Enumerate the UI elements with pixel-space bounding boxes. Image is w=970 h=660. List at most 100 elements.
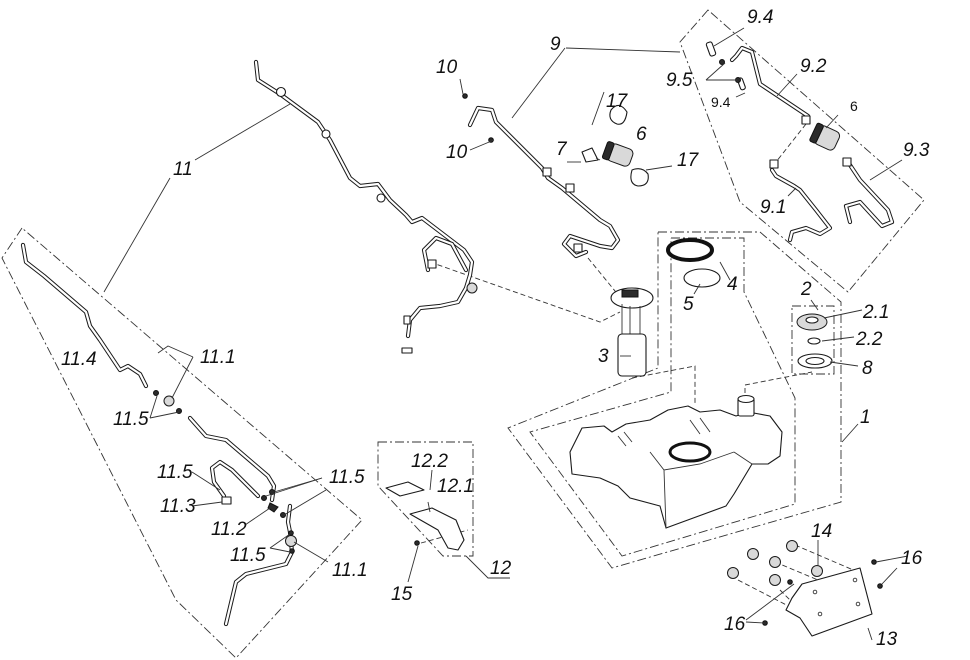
callout-14: 14 bbox=[811, 521, 832, 542]
hose-clamp-icon bbox=[153, 390, 159, 396]
callout-16-right: 16 bbox=[901, 548, 923, 569]
bracket-bolt-icon bbox=[877, 583, 883, 589]
group-boundary-1-inner bbox=[529, 237, 796, 557]
clip-icon bbox=[462, 93, 468, 99]
callout-11: 11 bbox=[173, 159, 193, 180]
callout-10-bottom: 10 bbox=[446, 142, 468, 163]
callout-11-5-a: 11.5 bbox=[113, 409, 149, 430]
connector-icon bbox=[842, 157, 852, 167]
heat-shield-icon bbox=[409, 507, 465, 551]
connector-icon bbox=[403, 315, 411, 325]
insulation-pad-icon bbox=[385, 481, 425, 497]
pump-body bbox=[617, 333, 647, 377]
callout-9: 9 bbox=[550, 34, 561, 55]
callout-11-4: 11.4 bbox=[61, 349, 97, 370]
callout-16-left: 16 bbox=[724, 614, 746, 635]
callout-8: 8 bbox=[862, 358, 873, 379]
o-ring-icon bbox=[683, 268, 721, 288]
callout-1: 1 bbox=[860, 407, 871, 428]
vent-cap-icon bbox=[221, 496, 232, 505]
connector-icon bbox=[542, 167, 552, 177]
callout-3: 3 bbox=[598, 346, 609, 367]
fuel-filter-cap bbox=[601, 141, 615, 161]
tank-body bbox=[569, 405, 783, 529]
callout-9-5: 9.5 bbox=[666, 70, 693, 91]
rubber-mount-icon bbox=[786, 540, 798, 552]
assembly-line-mounts-4 bbox=[779, 589, 801, 611]
assembly-line-pump-to-tank bbox=[631, 365, 696, 405]
clip-icon bbox=[275, 86, 287, 98]
assembly-line-vent-to-pump bbox=[429, 261, 621, 323]
callout-15: 15 bbox=[391, 584, 413, 605]
hose-clamp-icon bbox=[261, 495, 267, 501]
bolt-icon bbox=[414, 540, 420, 546]
connector-icon bbox=[565, 183, 575, 193]
callout-2-1: 2.1 bbox=[862, 302, 889, 323]
assembly-line-9-1 bbox=[775, 123, 807, 163]
vent-line-long bbox=[253, 59, 478, 354]
line-clamp-icon bbox=[719, 59, 725, 65]
callout-5: 5 bbox=[683, 294, 694, 315]
bracket-bolt-icon bbox=[787, 579, 793, 585]
assembly-line-pipe-to-pump bbox=[587, 257, 625, 303]
fuel-line-main bbox=[462, 93, 621, 259]
connector-icon bbox=[801, 115, 811, 125]
fuel-tank bbox=[569, 394, 783, 529]
callout-11-1-top: 11.1 bbox=[200, 347, 236, 368]
callout-17-top: 17 bbox=[606, 91, 629, 112]
callout-6-center: 6 bbox=[636, 124, 647, 145]
tank-bracket-assembly bbox=[727, 540, 883, 637]
filler-cap-assembly bbox=[796, 313, 833, 369]
hose-clamp-icon bbox=[289, 548, 295, 554]
valve-icon bbox=[466, 282, 478, 294]
connector-icon bbox=[573, 243, 583, 253]
fuel-filter-right-cap bbox=[809, 122, 824, 144]
callout-11-2: 11.2 bbox=[211, 519, 247, 540]
callout-10-top: 10 bbox=[436, 57, 458, 78]
callout-9-2: 9.2 bbox=[800, 56, 827, 77]
rubber-mount-icon bbox=[769, 556, 781, 568]
callout-13: 13 bbox=[876, 629, 898, 650]
callout-4: 4 bbox=[727, 274, 738, 295]
callout-12-2: 12.2 bbox=[411, 451, 448, 472]
filter-strap-icon bbox=[609, 104, 628, 125]
callout-labels: 11 9 10 10 17 6 7 17 9.4 9.5 9.4 9.2 6 9… bbox=[61, 7, 930, 650]
group-boundary-9 bbox=[679, 9, 925, 293]
line-connector-icon bbox=[705, 41, 717, 57]
bracket-bolt-icon bbox=[871, 559, 877, 565]
clip-icon bbox=[376, 193, 386, 203]
cap-seal-icon bbox=[807, 337, 821, 345]
group-boundary-2 bbox=[791, 305, 835, 375]
callout-17-bottom: 17 bbox=[677, 150, 700, 171]
callout-2: 2 bbox=[800, 279, 812, 300]
filter-strap-icon bbox=[630, 168, 649, 187]
vent-line-subassembly bbox=[20, 242, 297, 627]
rubber-mount-icon bbox=[811, 565, 823, 577]
assembly-line-mounts-2 bbox=[794, 544, 859, 573]
callout-6-right: 6 bbox=[850, 98, 858, 114]
callout-9-4-bottom: 9.4 bbox=[711, 94, 731, 110]
callout-9-1: 9.1 bbox=[760, 197, 786, 218]
vent-valve-icon bbox=[285, 535, 297, 547]
rubber-mount-icon bbox=[747, 548, 759, 560]
callout-2-2: 2.2 bbox=[855, 329, 883, 350]
callout-11-5-c: 11.5 bbox=[329, 467, 365, 488]
callout-11-5-d: 11.5 bbox=[230, 545, 266, 566]
group-boundary-11 bbox=[1, 227, 363, 659]
pump-connector bbox=[621, 289, 639, 298]
connector-icon bbox=[769, 159, 779, 169]
tee-fitting-icon bbox=[267, 502, 279, 513]
fuel-filter-center bbox=[581, 104, 649, 187]
fuel-line-subassembly bbox=[705, 41, 895, 243]
clip-icon bbox=[321, 129, 331, 139]
leader-lines bbox=[103, 27, 909, 641]
callout-11-3: 11.3 bbox=[160, 496, 196, 517]
callout-9-3: 9.3 bbox=[903, 140, 930, 161]
heat-shield-assembly bbox=[385, 481, 465, 551]
callout-7: 7 bbox=[556, 139, 568, 160]
callout-11-5-b: 11.5 bbox=[157, 462, 193, 483]
callout-9-4-top: 9.4 bbox=[747, 7, 773, 28]
filter-bracket-icon bbox=[581, 147, 599, 163]
